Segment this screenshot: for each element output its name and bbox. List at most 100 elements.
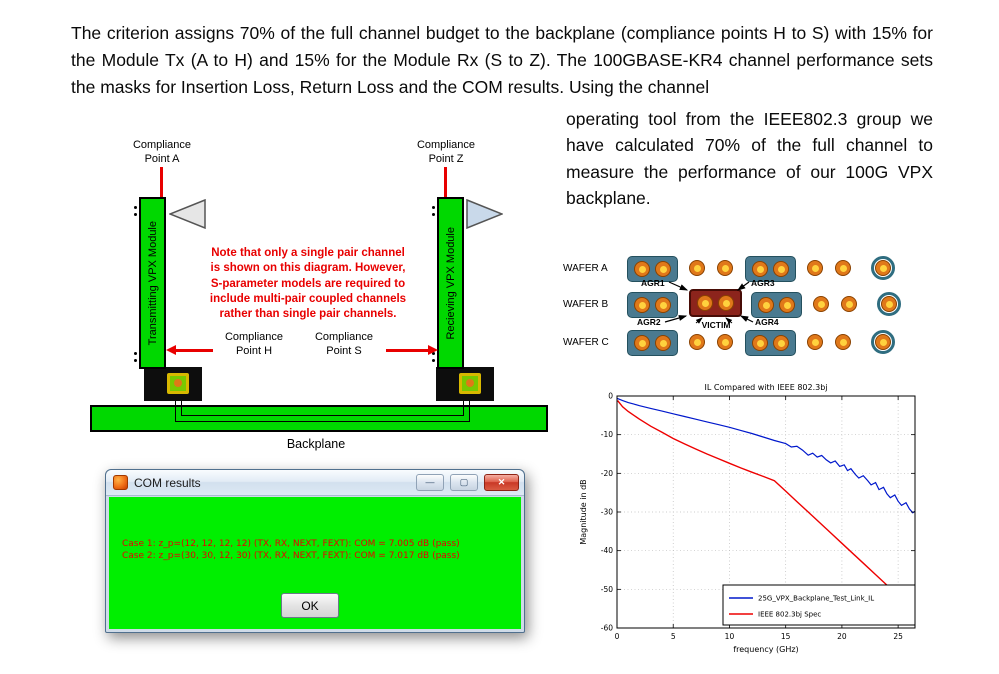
tx-module-label: Transmitting VPX Module <box>146 220 159 346</box>
wafer-annotation-agr3: AGR3 <box>751 278 775 288</box>
matlab-app-icon <box>113 475 128 490</box>
aggressor-pad <box>751 292 802 318</box>
wafer-eyelet <box>634 261 650 277</box>
maximize-button[interactable]: ▢ <box>450 474 478 491</box>
rx-module-label: Recieving VPX Module <box>444 226 457 340</box>
svg-text:-40: -40 <box>601 546 613 555</box>
compliance-s-arrowhead <box>428 345 438 355</box>
wafer-eyelet <box>689 334 705 350</box>
wafer-eyelet <box>773 261 789 277</box>
aggressor-pad <box>627 256 678 282</box>
wafer-eyelet <box>875 334 891 350</box>
rx-backplane-connector <box>436 367 494 401</box>
svg-text:-60: -60 <box>601 624 613 633</box>
wafer-eyelet <box>752 261 768 277</box>
com-results-content: Case 1: z_p=(12, 12, 12, 12) (TX, RX, NE… <box>109 497 521 629</box>
port-dot <box>134 206 137 209</box>
svg-text:0: 0 <box>608 392 613 401</box>
tx-module-card: Transmitting VPX Module <box>139 197 166 369</box>
wafer-eyelet <box>807 260 823 276</box>
compliance-point-h-label: Compliance Point H <box>224 331 284 358</box>
aggressor-pad <box>745 256 796 282</box>
diagram-note: Note that only a single pair channel is … <box>209 247 407 321</box>
com-results-window: COM results — ▢ ✕ Case 1: z_p=(12, 12, 1… <box>105 469 525 633</box>
backplane-trace-outer <box>175 399 470 422</box>
wafer-eyelet <box>807 334 823 350</box>
wafer-eyelet <box>718 295 734 311</box>
aggressor-pad <box>627 330 678 356</box>
rx-receiver-icon <box>466 199 503 229</box>
wafer-eyelet <box>835 334 851 350</box>
wafer-eyelet <box>835 260 851 276</box>
port-dot <box>134 359 137 362</box>
svg-text:-20: -20 <box>601 469 613 478</box>
intro-right-column: operating tool from the IEEE802.3 group … <box>566 109 933 208</box>
com-case-line: Case 1: z_p=(12, 12, 12, 12) (TX, RX, NE… <box>122 539 460 549</box>
ringed-eyelet <box>871 256 895 280</box>
connector-pin <box>167 373 189 394</box>
wafer-row-label: WAFER A <box>563 263 608 274</box>
minimize-button[interactable]: — <box>416 474 444 491</box>
wafer-eyelet <box>773 335 789 351</box>
svg-text:20: 20 <box>837 632 847 641</box>
svg-text:15: 15 <box>781 632 791 641</box>
intro-paragraph: The criterion assigns 70% of the full ch… <box>71 23 933 98</box>
compliance-point-s-label: Compliance Point S <box>314 331 374 358</box>
compliance-h-arrowhead <box>166 345 176 355</box>
svg-text:Magnitude in dB: Magnitude in dB <box>579 479 588 544</box>
com-results-titlebar[interactable]: COM results — ▢ ✕ <box>106 470 524 496</box>
window-title: COM results <box>134 475 201 490</box>
aggressor-pad <box>745 330 796 356</box>
wafer-row-label: WAFER C <box>563 337 609 348</box>
wafer-eyelet <box>875 260 891 276</box>
svg-text:25G_VPX_Backplane_Test_Link_IL: 25G_VPX_Backplane_Test_Link_IL <box>758 595 874 603</box>
compliance-s-arrow <box>386 349 428 352</box>
svg-text:-30: -30 <box>601 508 613 517</box>
port-dot <box>432 206 435 209</box>
wafer-eyelet <box>689 260 705 276</box>
wafer-annotation-agr2: AGR2 <box>637 317 661 327</box>
wafer-eyelet <box>634 297 650 313</box>
svg-text:25: 25 <box>893 632 903 641</box>
wafer-eyelet <box>697 295 713 311</box>
svg-text:-50: -50 <box>601 585 613 594</box>
backplane-label: Backplane <box>286 437 346 451</box>
compliance-z-pointer-line <box>444 167 447 211</box>
wafer-eyelet <box>813 296 829 312</box>
wafer-annotation-agr4: AGR4 <box>755 317 779 327</box>
svg-text:-10: -10 <box>601 430 613 439</box>
rx-module-card: Recieving VPX Module <box>437 197 464 369</box>
wafer-eyelet <box>717 334 733 350</box>
ok-button[interactable]: OK <box>281 593 339 618</box>
tx-backplane-connector <box>144 367 202 401</box>
wafer-eyelet <box>634 335 650 351</box>
aggressor-pad <box>627 292 678 318</box>
port-dot <box>134 213 137 216</box>
wafer-eyelet <box>655 261 671 277</box>
backplane-trace-inner <box>181 399 464 416</box>
close-button[interactable]: ✕ <box>484 474 519 491</box>
wafer-eyelet <box>752 335 768 351</box>
wafer-eyelet <box>779 297 795 313</box>
svg-text:10: 10 <box>725 632 735 641</box>
compliance-a-pointer-line <box>160 167 163 211</box>
wafer-annotation-agr1: AGR1 <box>641 278 665 288</box>
svg-text:IL Compared with IEEE 802.3bj: IL Compared with IEEE 802.3bj <box>704 383 827 392</box>
compliance-point-a-label: Compliance Point A <box>132 139 192 166</box>
ringed-eyelet <box>877 292 901 316</box>
wafer-eyelet <box>655 297 671 313</box>
svg-text:5: 5 <box>671 632 676 641</box>
victim-pad <box>689 289 742 317</box>
port-dot <box>432 213 435 216</box>
wafer-annotation-victim: VICTIM <box>701 320 731 330</box>
com-case-line: Case 2: z_p=(30, 30, 12, 30) (TX, RX, NE… <box>122 551 460 561</box>
wafer-eyelet <box>655 335 671 351</box>
port-dot <box>134 352 137 355</box>
ringed-eyelet <box>871 330 895 354</box>
svg-text:frequency (GHz): frequency (GHz) <box>733 645 798 654</box>
